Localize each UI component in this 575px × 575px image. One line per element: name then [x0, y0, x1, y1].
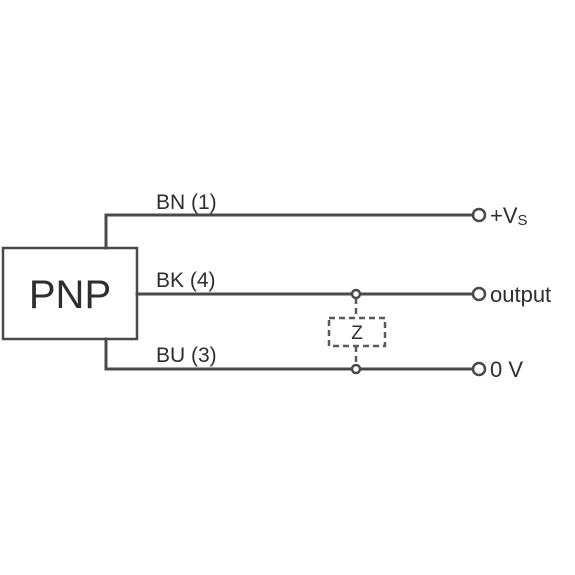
pnp-block-label: PNP	[29, 273, 111, 317]
terminal-vs	[471, 207, 487, 223]
terminal-output-label: output	[490, 282, 551, 307]
wire-bk-label: BK (4)	[156, 269, 216, 292]
load-z-label: Z	[351, 323, 363, 344]
junction-0v	[350, 363, 362, 375]
terminal-vs-label: +VS	[490, 203, 528, 229]
wire-bu	[104, 337, 474, 371]
wire-bn	[104, 213, 474, 250]
wire-bn-label: BN (1)	[156, 191, 217, 214]
junction-output	[350, 288, 362, 300]
pnp-sensor-block	[1, 246, 139, 341]
terminal-0v	[471, 361, 487, 377]
terminal-vs-subscript: S	[518, 212, 528, 229]
wire-bu-label: BU (3)	[156, 344, 217, 367]
terminal-0v-label: 0 V	[490, 357, 523, 382]
terminal-output	[471, 286, 487, 302]
